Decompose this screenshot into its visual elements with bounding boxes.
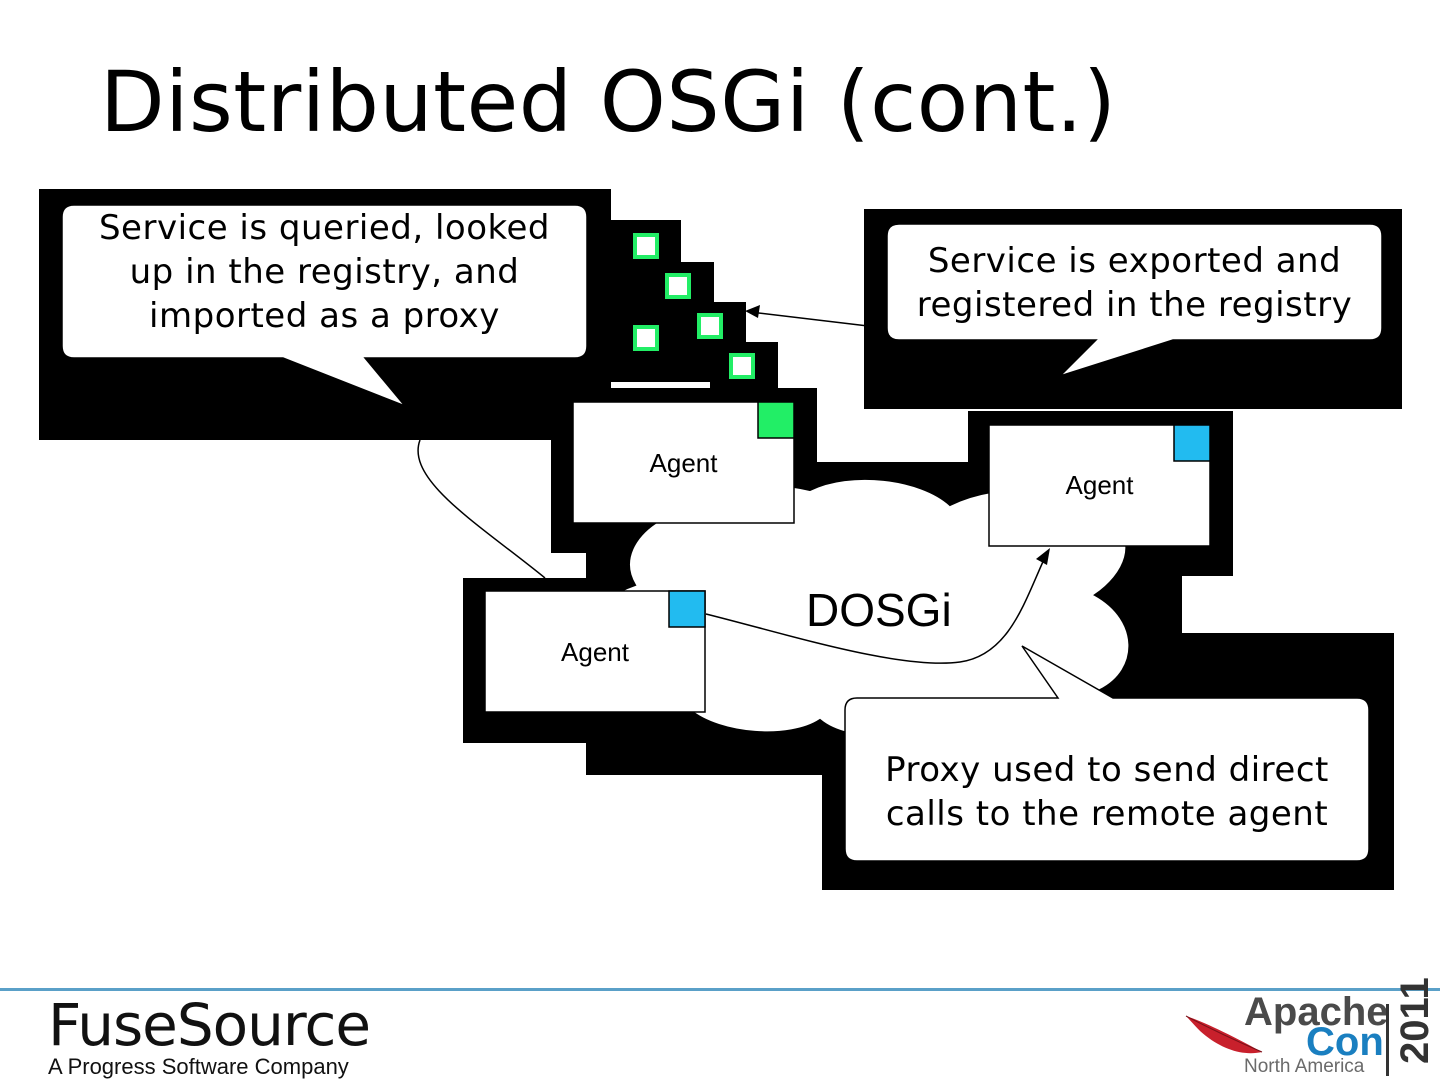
agent-right-service bbox=[1173, 424, 1211, 462]
footer-divider bbox=[0, 988, 1440, 991]
agent-right-box bbox=[988, 424, 1211, 547]
callout-import-text: Service is queried, looked up in the reg… bbox=[62, 206, 587, 338]
apachecon-region: North America bbox=[1244, 1056, 1365, 1077]
callout-proxy-bubble bbox=[844, 645, 1370, 862]
registry-entry bbox=[665, 273, 691, 299]
import-connector bbox=[417, 439, 546, 579]
export-arrow bbox=[749, 311, 869, 327]
registry-entry bbox=[633, 325, 659, 351]
slide-title: Distributed OSGi (cont.) bbox=[100, 53, 1117, 151]
callout-proxy-line: Proxy used to send direct bbox=[885, 750, 1329, 790]
dosgi-diagram bbox=[39, 189, 1402, 890]
cloud-label: DOSGi bbox=[806, 584, 952, 636]
apachecon-year-text: 2011 bbox=[1393, 977, 1437, 1064]
callout-import-bubble bbox=[61, 204, 588, 407]
registry-entry bbox=[729, 353, 755, 379]
apachecon-apache: Apache bbox=[1244, 990, 1389, 1034]
fusesource-logo: FuseSource bbox=[48, 991, 371, 1059]
agent-top-service bbox=[757, 401, 795, 439]
export-arrowhead bbox=[745, 305, 760, 318]
callout-export-line: Service is exported and bbox=[927, 241, 1342, 281]
apache-feather-icon bbox=[1185, 1015, 1263, 1054]
callout-import-line: up in the registry, and bbox=[129, 252, 520, 292]
apachecon-year: 2011 bbox=[1386, 977, 1440, 1076]
agent-left-label: Agent bbox=[561, 637, 629, 667]
callout-proxy-text: Proxy used to send direct calls to the r… bbox=[845, 748, 1369, 836]
proxy-call-arrow bbox=[705, 554, 1047, 664]
agent-right-label: Agent bbox=[1065, 470, 1134, 500]
callout-export-text: Service is exported and registered in th… bbox=[887, 239, 1382, 327]
agent-top-box bbox=[572, 401, 795, 524]
agent-top-label: Agent bbox=[649, 448, 718, 478]
callout-import-line: Service is queried, looked bbox=[98, 208, 551, 248]
registry bbox=[633, 233, 755, 379]
agent-left-service bbox=[668, 590, 706, 628]
callout-import-line: imported as a proxy bbox=[149, 296, 500, 336]
apachecon-con: Con bbox=[1306, 1020, 1384, 1064]
registry-entry bbox=[633, 233, 659, 259]
callout-proxy-line: calls to the remote agent bbox=[885, 794, 1329, 834]
callout-export-line: registered in the registry bbox=[916, 285, 1353, 325]
registry-entry bbox=[697, 313, 723, 339]
fusesource-tagline: A Progress Software Company bbox=[48, 1054, 349, 1079]
callout-export-bubble bbox=[886, 223, 1383, 377]
proxy-call-arrowhead bbox=[1036, 548, 1050, 565]
